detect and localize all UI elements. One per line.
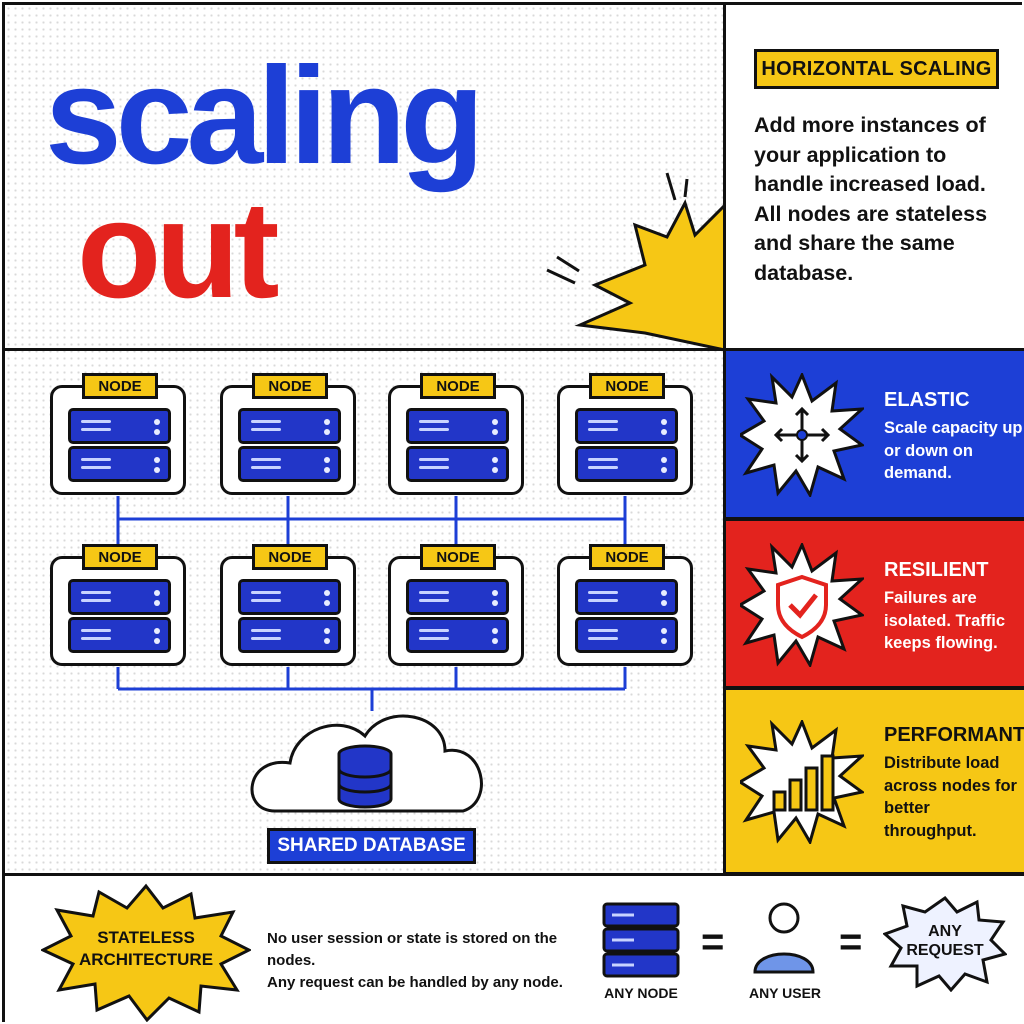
server-icon (575, 446, 678, 482)
user-icon (753, 902, 815, 974)
feature-resilient: RESILIENT Failures are isolated. Traffic… (723, 518, 1024, 689)
server-icon (575, 579, 678, 615)
server-icon (238, 579, 341, 615)
node-label: NODE (252, 544, 328, 570)
bar-chart-icon (740, 720, 864, 844)
title-line-1: scaling (45, 39, 485, 193)
equals-sign: = (839, 920, 863, 964)
feature-title: PERFORMANT (884, 724, 1024, 746)
shield-check-icon (740, 543, 864, 667)
hero-panel: scaling out (5, 5, 725, 350)
server-icon (406, 617, 509, 653)
node-5: NODE (50, 544, 186, 666)
server-icon (238, 408, 341, 444)
stateless-badge-line-2: ARCHITECTURE (78, 950, 214, 969)
server-icon (68, 408, 171, 444)
feature-text: Distribute load across nodes for better … (884, 754, 1017, 840)
node-label: NODE (252, 373, 328, 399)
server-icon (575, 408, 678, 444)
node-label: NODE (420, 373, 496, 399)
feature-text: Scale capacity up or down on demand. (884, 419, 1023, 482)
footer-text-line-2: Any request can be handled by any node. (267, 974, 563, 991)
node-1: NODE (50, 373, 186, 495)
database-icon (337, 744, 393, 809)
node-8: NODE (557, 544, 693, 666)
starburst-icon (546, 172, 725, 350)
server-icon (238, 617, 341, 653)
server-icon (238, 446, 341, 482)
architecture-diagram: NODE NODE NODE NODE NODE NODE (5, 348, 725, 875)
server-icon (406, 446, 509, 482)
node-label: NODE (420, 544, 496, 570)
intro-panel: HORIZONTAL SCALING Add more instances of… (723, 5, 1024, 350)
arrows-expand-icon (740, 373, 864, 497)
server-icon (68, 617, 171, 653)
node-label: NODE (589, 373, 665, 399)
section-tag: HORIZONTAL SCALING (754, 49, 999, 89)
node-6: NODE (220, 544, 356, 666)
server-icon (406, 408, 509, 444)
node-label: NODE (589, 544, 665, 570)
node-3: NODE (388, 373, 524, 495)
request-label-line-1: ANY (928, 923, 962, 940)
server-icon (68, 579, 171, 615)
server-icon (68, 446, 171, 482)
feature-title: ELASTIC (884, 389, 970, 411)
any-user-caption: ANY USER (748, 985, 822, 1001)
node-4: NODE (557, 373, 693, 495)
equals-sign: = (701, 920, 725, 964)
intro-text: Add more instances of your application t… (754, 113, 988, 285)
network-connectors (116, 496, 627, 813)
feature-title: RESILIENT (884, 559, 989, 581)
title-line-2: out (77, 173, 280, 327)
node-label: NODE (82, 544, 158, 570)
server-stack-icon (602, 902, 680, 978)
node-label: NODE (82, 373, 158, 399)
node-7: NODE (388, 544, 524, 666)
feature-performant: PERFORMANT Distribute load across nodes … (723, 687, 1024, 875)
stateless-badge-starburst (41, 883, 251, 1022)
footer-text-line-1: No user session or state is stored on th… (267, 930, 558, 969)
node-2: NODE (220, 373, 356, 495)
server-icon (575, 617, 678, 653)
request-label-line-2: REQUEST (906, 942, 984, 959)
request-badge-starburst (883, 896, 1007, 992)
server-icon (406, 579, 509, 615)
feature-text: Failures are isolated. Traffic keeps flo… (884, 589, 1006, 652)
footer-panel: STATELESS ARCHITECTURE No user session o… (5, 873, 1024, 1024)
any-node-caption: ANY NODE (604, 985, 678, 1001)
feature-elastic: ELASTIC Scale capacity up or down on dem… (723, 348, 1024, 520)
shared-database-label: SHARED DATABASE (267, 828, 476, 864)
stateless-badge-line-1: STATELESS (97, 928, 195, 947)
footer-description: No user session or state is stored on th… (267, 928, 597, 994)
